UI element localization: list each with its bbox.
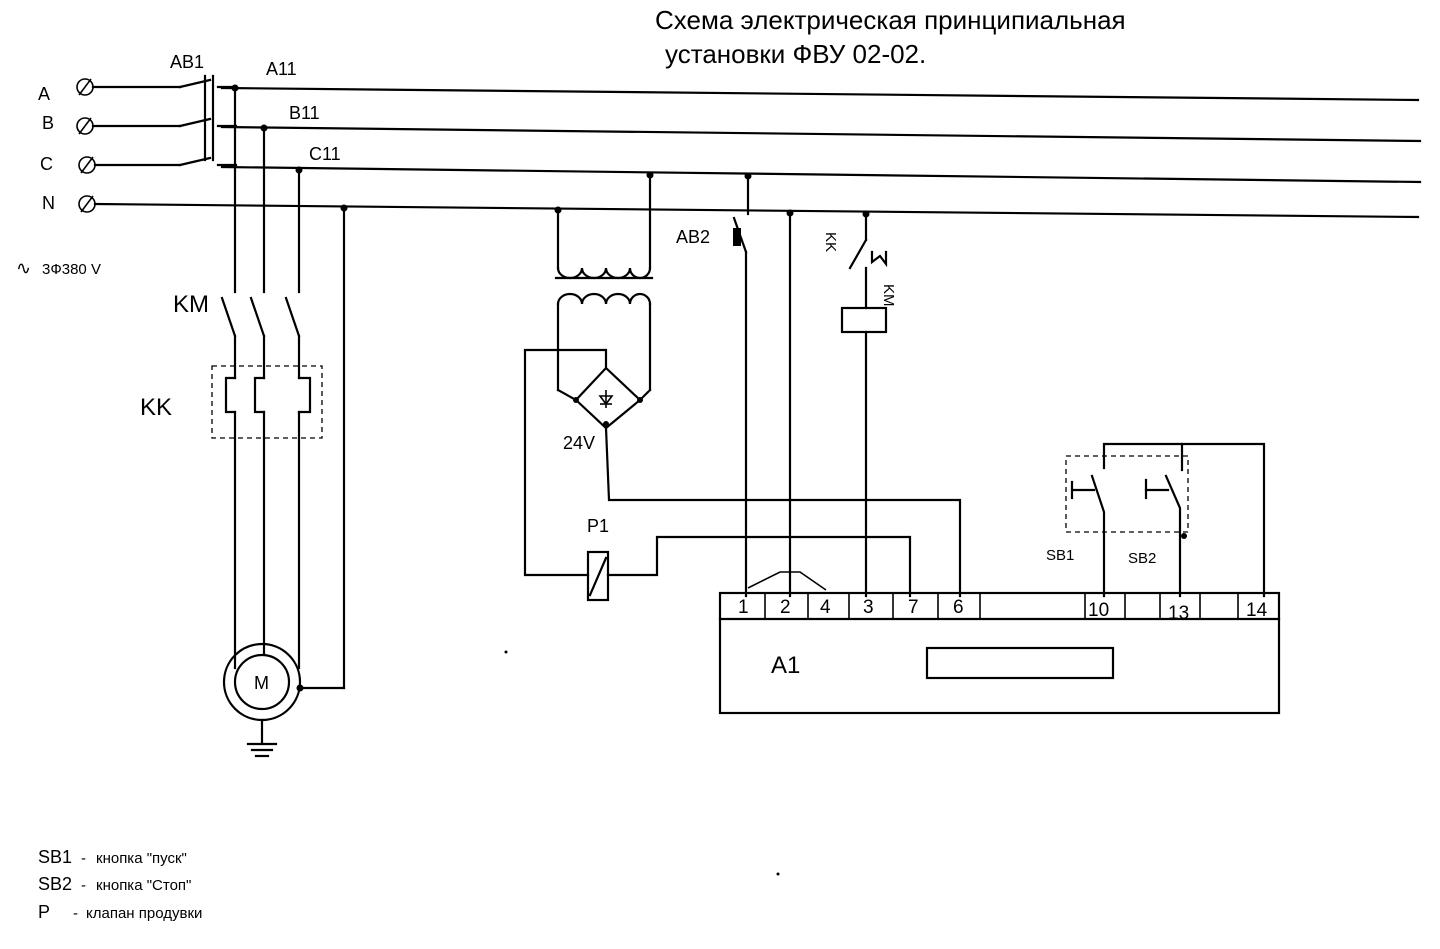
terminal-3: 3: [863, 597, 874, 618]
legend-dash-sb1: -: [81, 850, 86, 867]
terminal-c-icon: [78, 156, 96, 174]
bus-label-b11: B11: [289, 103, 320, 123]
legend: SB1 - кнопка "пуск" SB2 - кнопка "Стоп" …: [38, 847, 202, 922]
bus-label-c11: C11: [309, 144, 341, 164]
phase-label-a: A: [38, 84, 50, 104]
km-label: KM: [173, 291, 209, 318]
terminal-7: 7: [908, 597, 919, 618]
kk-coil-label: KK: [822, 232, 839, 252]
terminal-10: 10: [1088, 600, 1109, 621]
title-line-2: установки ФВУ 02-02.: [665, 39, 926, 69]
terminal-n-icon: [78, 195, 96, 213]
button-group: SB1 SB2: [1046, 442, 1266, 598]
ab2-label: AB2: [676, 227, 710, 247]
bus-label-a11: A11: [266, 59, 297, 79]
valve-p1: P1: [586, 516, 912, 602]
legend-text-sb2: кнопка "Стоп": [96, 877, 191, 894]
coil-circuit: KK KM: [822, 210, 897, 598]
sb1-label: SB1: [1046, 547, 1074, 564]
legend-code-sb2: SB2: [38, 874, 72, 894]
input-wires: [91, 85, 1420, 219]
terminal-b-icon: [76, 117, 94, 135]
diode-icon: [598, 390, 614, 408]
legend-code-p: P: [38, 902, 50, 922]
legend-dash-sb2: -: [81, 877, 86, 894]
controller-label: A1: [771, 652, 800, 679]
legend-dash-p: -: [73, 905, 78, 922]
supply-wave-icon: ∿: [16, 258, 31, 278]
motor-icon: M: [222, 642, 302, 722]
terminal-a-icon: [76, 78, 94, 96]
km-coil-label: KM: [880, 284, 897, 307]
controller-a1: 1 2 4 3 7 6 10 13 14 A1: [718, 571, 1281, 715]
ab1-label: AB1: [170, 52, 204, 72]
diode-bridge: 24V: [523, 348, 962, 598]
controller-display: [925, 646, 1115, 680]
ground-icon: [246, 718, 278, 758]
transformer: [554, 171, 654, 392]
motor-label: M: [254, 673, 269, 693]
kk-label: KK: [140, 394, 172, 421]
terminal-2: 2: [780, 597, 791, 618]
phase-label-c: C: [40, 154, 53, 174]
legend-text-sb1: кнопка "пуск": [96, 850, 187, 867]
legend-text-p: клапан продувки: [86, 905, 202, 922]
busbars: A11 B11 C11: [220, 59, 1422, 212]
km-coil: [840, 306, 888, 334]
breaker-ab1: AB1: [170, 52, 238, 167]
terminal-1: 1: [738, 597, 749, 618]
input-terminals: [76, 78, 96, 213]
breaker-ab2: AB2: [676, 172, 752, 598]
legend-code-sb1: SB1: [38, 847, 72, 867]
terminal-13: 13: [1168, 603, 1189, 624]
title-line-1: Схема электрическая принципиальная: [655, 5, 1126, 35]
p1-label: P1: [587, 516, 609, 536]
phase-label-n: N: [42, 193, 55, 213]
bridge-voltage-label: 24V: [563, 433, 595, 453]
terminal-4: 4: [820, 597, 831, 618]
supply-label: 3Ф380 V: [42, 261, 101, 278]
terminal-6: 6: [953, 597, 964, 618]
phase-label-b: B: [42, 113, 54, 133]
sb2-label: SB2: [1128, 550, 1156, 567]
motor-circuit: KM KK M: [140, 86, 346, 758]
terminal-14: 14: [1246, 600, 1268, 621]
